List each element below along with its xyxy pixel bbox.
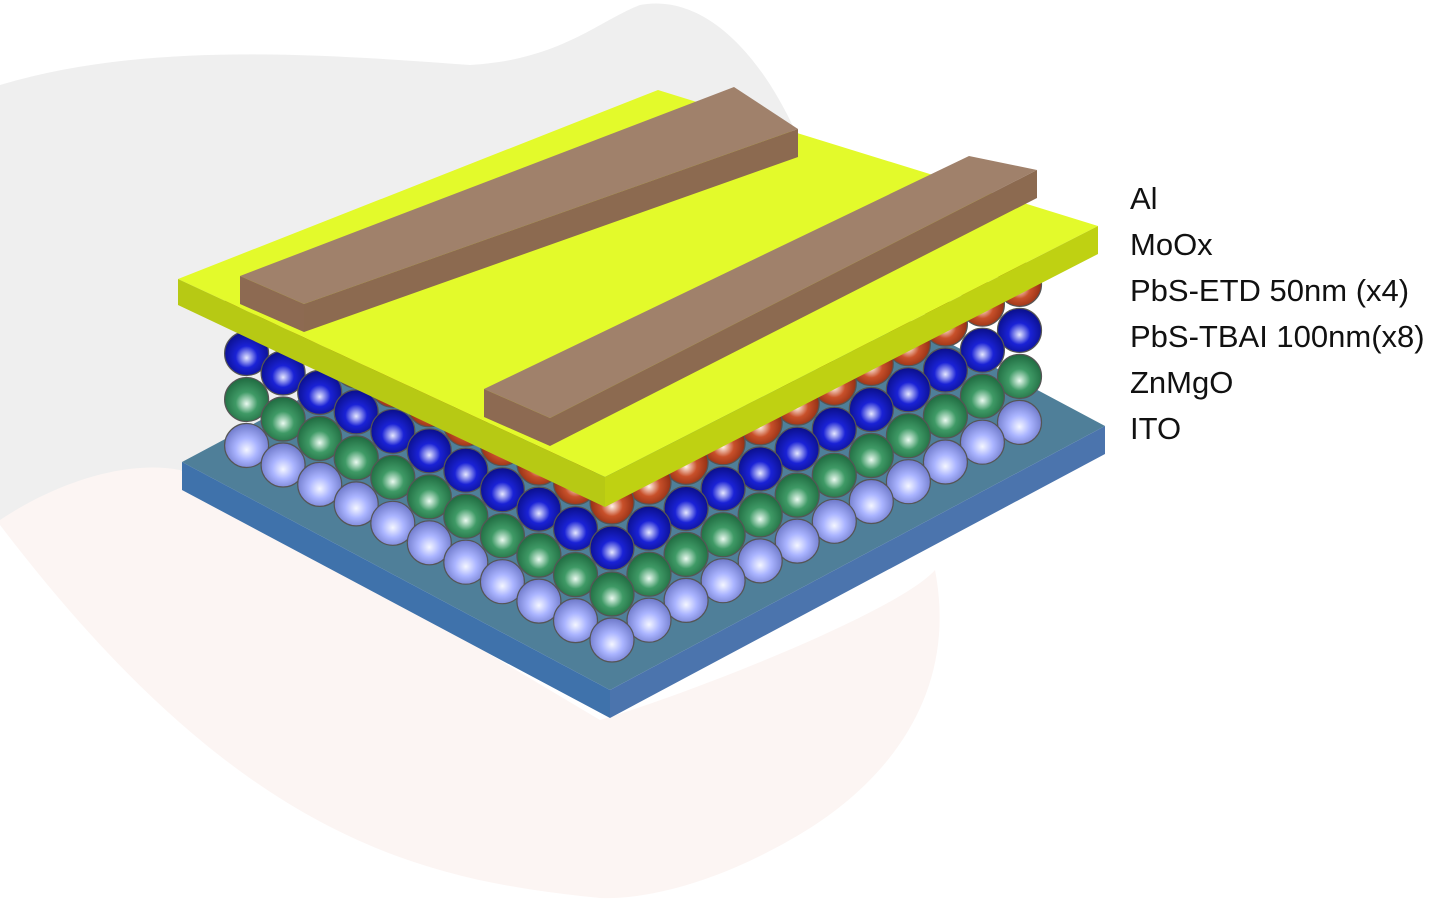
ito-sphere xyxy=(737,538,783,584)
znmgo-sphere xyxy=(885,413,932,459)
electrode-right-face xyxy=(550,170,1037,446)
znmgo-sphere xyxy=(589,571,635,617)
electrode-top xyxy=(484,156,1037,418)
pbs-tbai-sphere xyxy=(774,426,820,472)
moox-top xyxy=(178,90,1098,477)
pbs-tbai-sphere xyxy=(552,505,599,552)
ito-sphere xyxy=(370,500,416,546)
label-pbs-etd: PbS-ETD 50nm (x4) xyxy=(1130,273,1410,308)
electrode-right-face xyxy=(304,129,798,332)
pbs-tbai-sphere xyxy=(663,485,709,531)
pbs-tbai-sphere xyxy=(589,525,635,571)
pbs-tbai-sphere xyxy=(406,428,452,474)
znmgo-sphere xyxy=(443,493,489,539)
moox-layer xyxy=(178,90,1098,507)
al-electrode-back xyxy=(240,87,798,332)
ito-sphere xyxy=(589,617,635,663)
pbs-tbai-sphere xyxy=(626,505,672,551)
ito-sphere xyxy=(663,577,709,624)
ito-sphere xyxy=(811,498,857,544)
ito-sphere xyxy=(848,478,894,525)
znmgo-sphere xyxy=(922,393,969,439)
moox-left-side xyxy=(178,279,605,507)
background-blob-pink xyxy=(0,467,940,899)
znmgo-sphere xyxy=(700,512,746,558)
znmgo-sphere xyxy=(811,452,857,498)
znmgo-sphere xyxy=(774,472,820,518)
ito-sphere xyxy=(516,578,562,624)
znmgo-sphere xyxy=(406,474,452,520)
ito-sphere xyxy=(406,520,452,566)
znmgo-sphere xyxy=(959,373,1006,419)
ito-sphere xyxy=(297,461,343,507)
pbs-tbai-sphere xyxy=(333,389,379,435)
ito-sphere xyxy=(700,558,746,604)
znmgo-sphere xyxy=(737,492,783,538)
electrode-front-face xyxy=(240,276,304,332)
label-al: Al xyxy=(1130,181,1158,216)
znmgo-sphere xyxy=(626,551,672,597)
znmgo-sphere xyxy=(516,532,562,578)
znmgo-sphere xyxy=(297,415,343,461)
pbs-tbai-sphere xyxy=(922,347,969,393)
substrate-left-side xyxy=(182,462,610,718)
znmgo-sphere xyxy=(663,531,709,578)
pbs-tbai-sphere xyxy=(479,467,525,513)
znmgo-sphere xyxy=(224,376,270,423)
pbs-tbai-sphere xyxy=(516,486,562,532)
al-electrode-front xyxy=(484,156,1037,446)
ito-sphere xyxy=(260,442,306,488)
electrode-top xyxy=(240,87,798,304)
ito-sphere xyxy=(626,597,672,643)
znmgo-sphere xyxy=(333,435,379,481)
moox-right-side xyxy=(605,226,1098,507)
pbs-tbai-sphere xyxy=(737,446,783,492)
znmgo-sphere xyxy=(260,396,306,442)
label-znmgo: ZnMgO xyxy=(1130,365,1234,400)
znmgo-sphere xyxy=(848,432,894,479)
label-pbs-tbai: PbS-TBAI 100nm(x8) xyxy=(1130,319,1425,354)
ito-sphere xyxy=(552,597,599,644)
ito-sphere xyxy=(443,539,489,585)
ito-sphere xyxy=(479,559,525,605)
substrate-right-side xyxy=(610,426,1105,718)
ito-sphere xyxy=(333,481,379,527)
ito-sphere xyxy=(774,518,820,564)
znmgo-sphere xyxy=(370,454,416,500)
ito-sphere xyxy=(996,399,1043,445)
pbs-tbai-sphere xyxy=(370,408,416,454)
pbs-tbai-sphere xyxy=(959,327,1006,373)
znmgo-sphere xyxy=(479,513,525,559)
znmgo-sphere xyxy=(996,353,1043,399)
znmgo-sphere xyxy=(552,551,599,598)
pbs-tbai-sphere xyxy=(996,307,1043,353)
ito-sphere xyxy=(959,419,1006,465)
pbs-tbai-sphere xyxy=(885,367,932,413)
pbs-tbai-sphere xyxy=(443,447,489,493)
ito-sphere xyxy=(885,459,932,505)
ito-sphere xyxy=(922,439,969,485)
ito-sphere xyxy=(224,422,270,469)
layer-legend: Al MoOx PbS-ETD 50nm (x4) PbS-TBAI 100nm… xyxy=(1130,176,1425,452)
label-moox: MoOx xyxy=(1130,227,1213,262)
label-ito: ITO xyxy=(1130,411,1182,446)
electrode-front-face xyxy=(484,389,550,446)
pbs-tbai-sphere xyxy=(811,406,857,452)
pbs-tbai-sphere xyxy=(848,386,894,433)
pbs-tbai-sphere xyxy=(700,466,746,512)
